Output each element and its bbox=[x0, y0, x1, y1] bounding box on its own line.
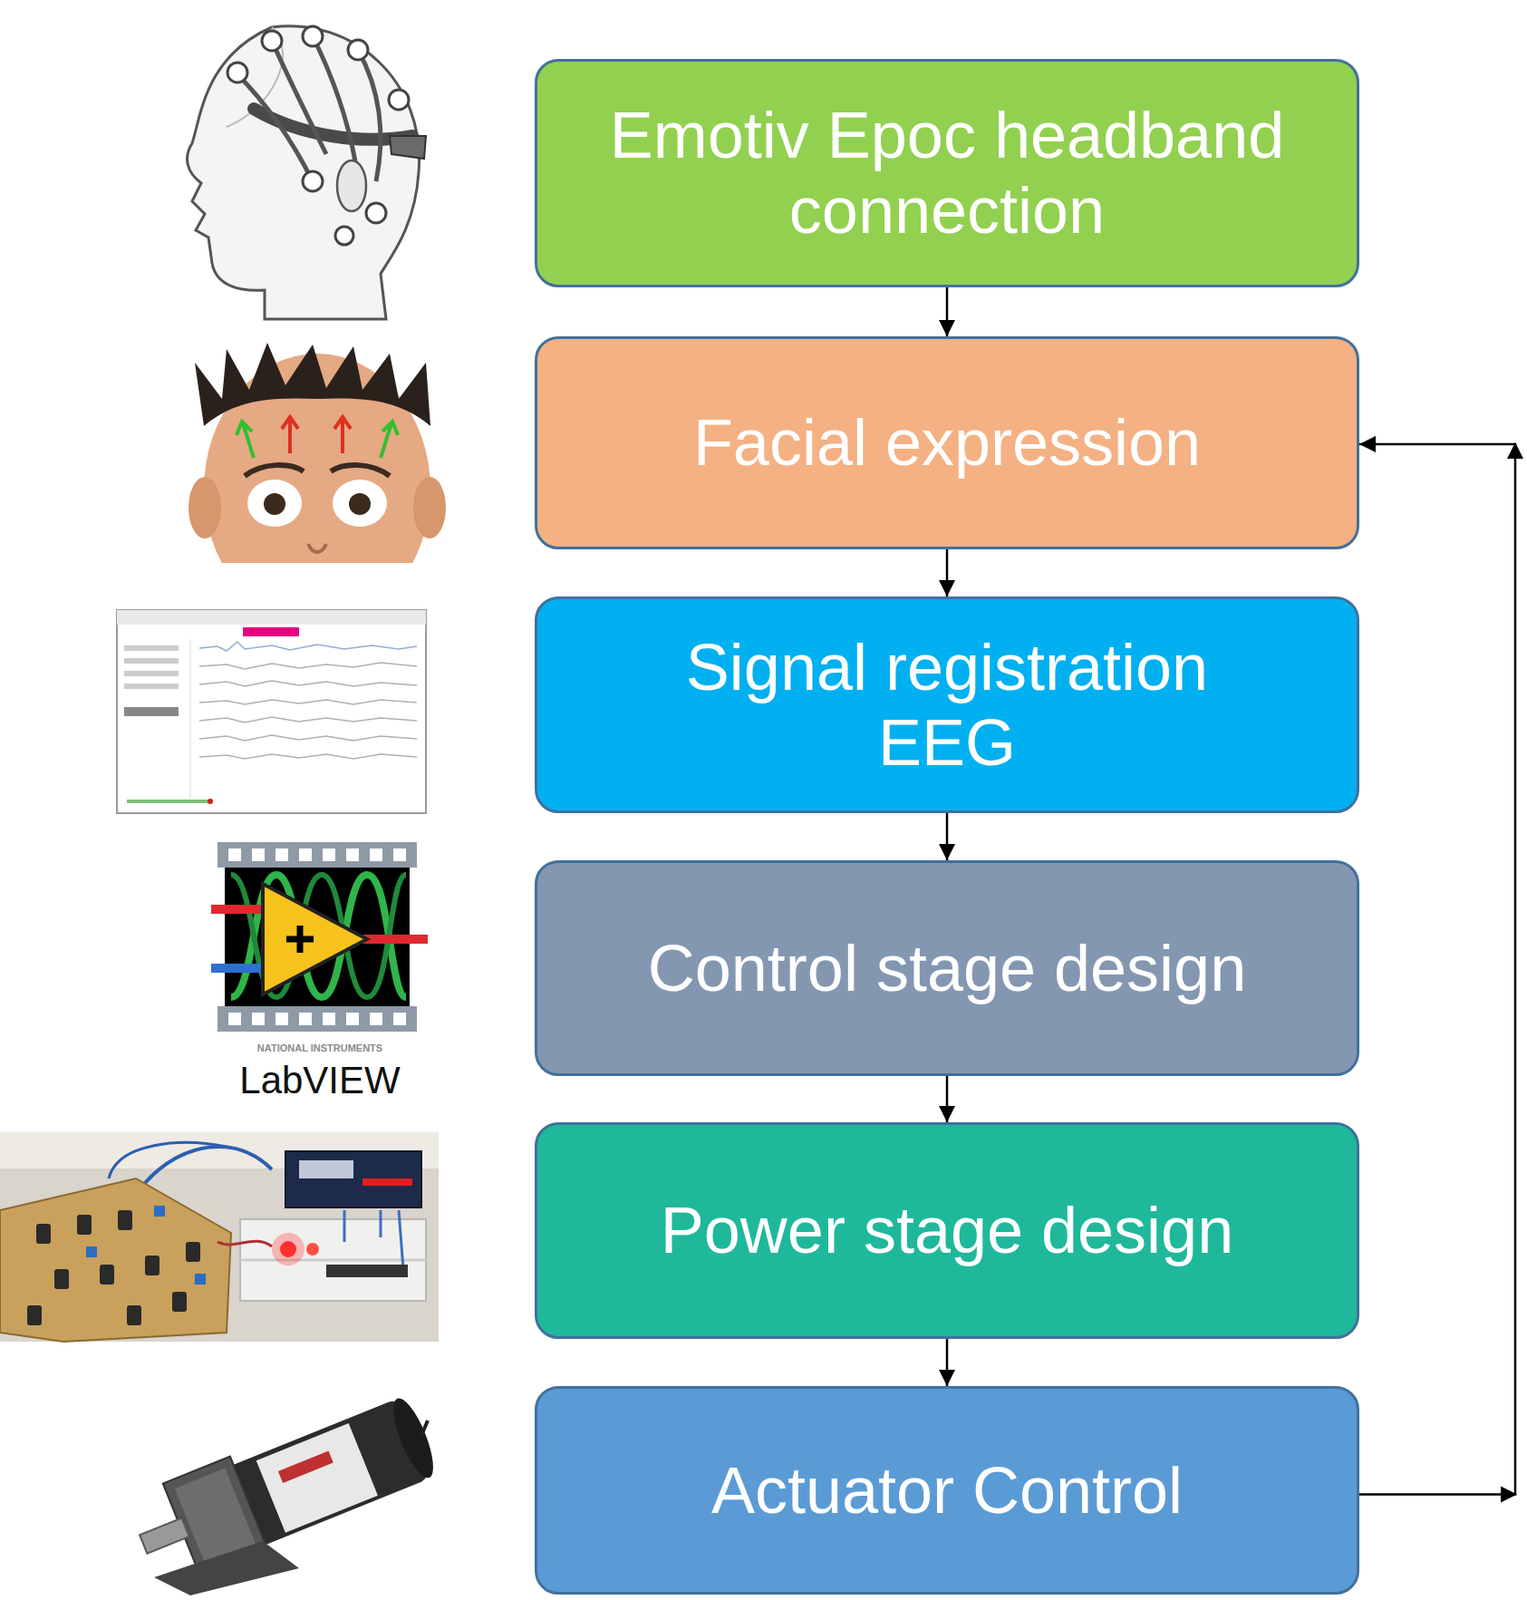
eeg-software-screenshot bbox=[116, 609, 426, 813]
box-label: Emotiv Epoc headband connection bbox=[584, 97, 1310, 249]
process-box: Actuator Control bbox=[534, 1385, 1360, 1595]
logo-caption: NATIONAL INSTRUMENTS bbox=[211, 1042, 429, 1054]
flow-arrow bbox=[946, 1075, 949, 1122]
box-label: Actuator Control bbox=[711, 1452, 1183, 1528]
arrowhead bbox=[1507, 442, 1524, 459]
box-label: Power stage design bbox=[660, 1192, 1234, 1268]
gear-motor-illustration bbox=[125, 1382, 452, 1595]
process-box: Facial expression bbox=[534, 336, 1360, 550]
logo-wordmark: LabVIEW bbox=[206, 1058, 434, 1102]
process-box: Power stage design bbox=[534, 1121, 1360, 1339]
labview-logo bbox=[211, 841, 428, 1032]
circuit-photo bbox=[0, 1131, 439, 1342]
box-label: Facial expression bbox=[693, 405, 1201, 481]
box-label: Signal registration EEG bbox=[657, 629, 1238, 781]
process-box: Emotiv Epoc headband connection bbox=[534, 58, 1360, 288]
box-label: Control stage design bbox=[647, 930, 1247, 1006]
headset-illustration bbox=[187, 26, 426, 319]
flow-arrow bbox=[946, 812, 949, 861]
face-illustration bbox=[188, 342, 446, 626]
flow-arrow bbox=[946, 1338, 949, 1386]
arrowhead bbox=[1500, 1486, 1518, 1503]
flow-arrow bbox=[1359, 444, 1516, 1495]
flow-arrow bbox=[946, 549, 949, 597]
process-box: Signal registration EEG bbox=[534, 596, 1360, 813]
flow-arrow bbox=[946, 287, 949, 337]
process-box: Control stage design bbox=[534, 860, 1360, 1076]
